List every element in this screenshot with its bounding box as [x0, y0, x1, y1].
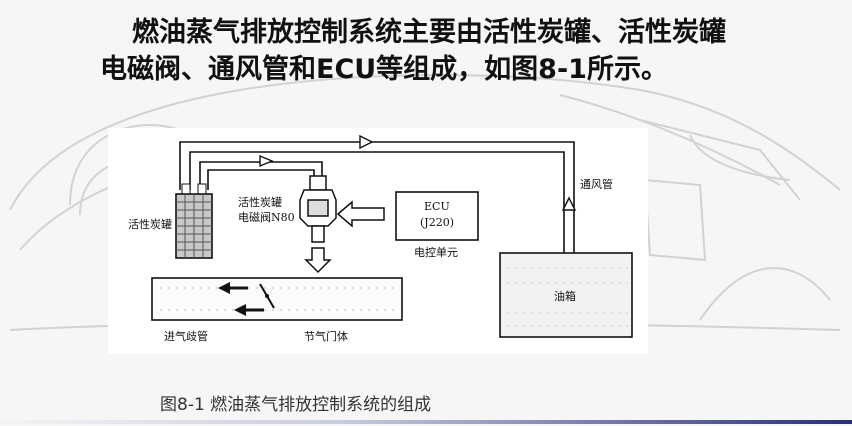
throttle-plate: [259, 283, 275, 309]
headline: 燃油蒸气排放控制系统主要由活性炭罐、活性炭罐 电磁阀、通风管和ECU等组成，如图…: [100, 14, 830, 88]
ecu-label-line-1: ECU: [424, 200, 450, 213]
ecu-box: [395, 191, 479, 241]
figure-caption: 图8-1 燃油蒸气排放控制系统的组成: [160, 395, 432, 415]
ecu-caption: 电控单元: [414, 245, 458, 259]
intake-manifold-box: [151, 277, 403, 321]
flow-arrow-left-upper: [218, 282, 248, 294]
ecu-signal-arrow: [336, 200, 385, 228]
flow-arrow-left-lower: [234, 304, 264, 316]
ecu-label-line-2: (J220): [420, 216, 454, 229]
flow-arrow-top: [359, 134, 374, 150]
charcoal-canister: [175, 183, 213, 259]
pipe-inner: [189, 151, 565, 253]
intake-manifold-label: 进气歧管: [164, 329, 208, 343]
valve-label-line-2: 电磁阀N80: [238, 210, 295, 224]
pipe-outer: [179, 141, 575, 253]
evap-system-diagram: 活性炭罐 活性炭罐 电磁阀N80 ECU (J220) 电控单元 进气歧管 节气…: [108, 128, 648, 354]
flow-arrow-middle: [259, 154, 274, 168]
headline-line-2: 电磁阀、通风管和ECU等组成，如图8-1所示。: [100, 54, 668, 85]
vent-pipe-label: 通风管: [580, 177, 613, 191]
valve-label-line-1: 活性炭罐: [238, 195, 282, 209]
valve-outflow-arrow: [304, 247, 332, 274]
headline-line-1: 燃油蒸气排放控制系统主要由活性炭罐、活性炭罐: [132, 17, 726, 48]
pipe-to-valve-inner: [207, 169, 315, 190]
fuel-tank-label: 油箱: [554, 289, 576, 303]
solenoid-valve: [299, 175, 337, 243]
footer-accent-line: [0, 420, 852, 424]
canister-label: 活性炭罐: [128, 217, 172, 231]
fuel-tank: [499, 252, 633, 338]
flow-arrow-vent: [561, 196, 577, 211]
throttle-body-label: 节气门体: [304, 329, 348, 343]
